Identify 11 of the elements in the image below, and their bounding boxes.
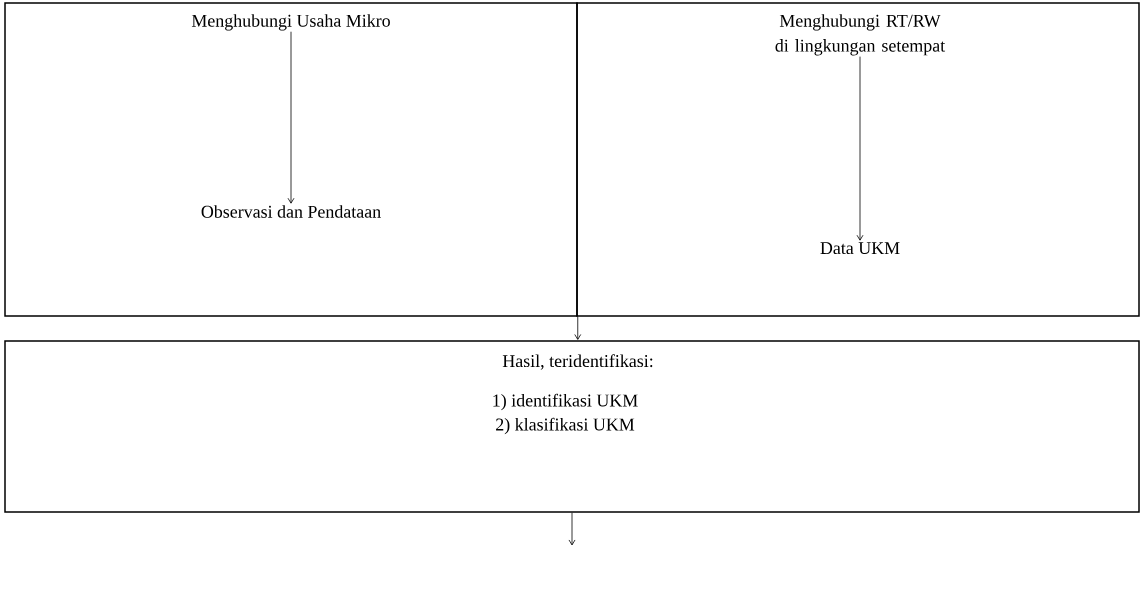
- arrow: [568, 512, 576, 546]
- step-text: Menghubungi RT/RW di lingkungan setempat: [775, 14, 946, 56]
- arrow: [574, 316, 582, 340]
- table-cell: [576, 2, 1140, 317]
- step-text: Observasi dan Pendataan: [201, 205, 381, 218]
- arrow: [287, 31, 295, 204]
- table-cell: [4, 2, 578, 317]
- step-text: Menghubungi Usaha Mikro: [191, 14, 390, 31]
- result-box: Hasil, teridentifikasi: 1) identifikasi UKM 2) klasifikasi UKM: [4, 340, 1140, 513]
- arrow: [856, 56, 864, 241]
- step-text: Data UKM: [820, 242, 900, 255]
